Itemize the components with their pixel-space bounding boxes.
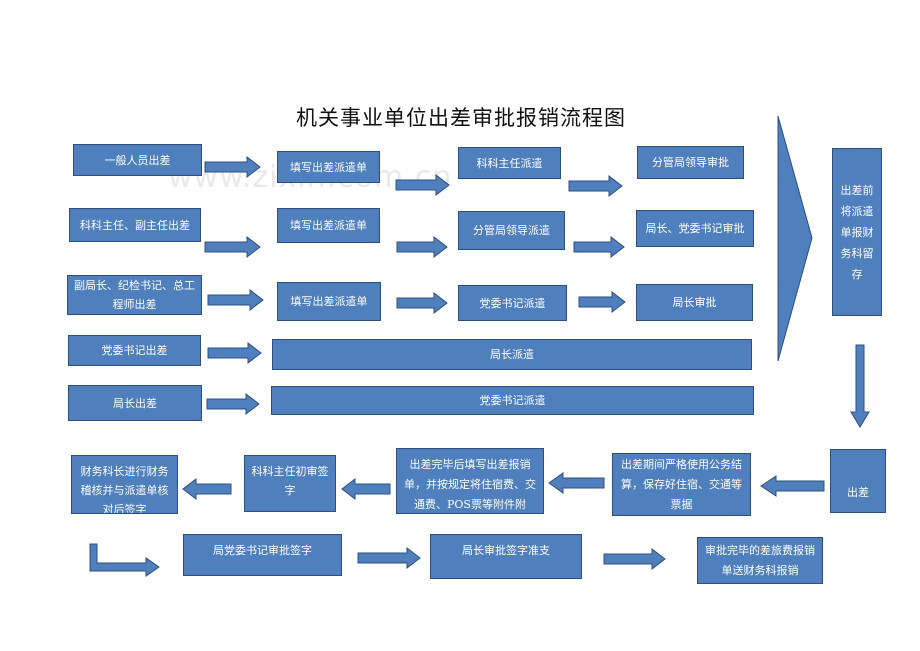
file-dispatch-with-finance: 出差前将派遣单报财务科留存 — [832, 148, 882, 316]
arrow-left-4 — [182, 477, 232, 501]
arrow-final-1 — [357, 546, 421, 570]
big-chevron-arrow — [777, 115, 813, 362]
arrow-left-1 — [760, 475, 825, 497]
arrow-left-3 — [341, 477, 391, 501]
bureau-leader-approve: 分管局领导审批 — [637, 146, 744, 179]
start-section-chief: 科科主任、副主任出差 — [69, 208, 201, 242]
arrow-r5 — [206, 392, 260, 416]
fill-dispatch-form-3: 填写出差派遣单 — [277, 282, 381, 321]
arrow-left-2 — [548, 472, 605, 494]
arrow-r2-a — [204, 235, 261, 259]
fill-dispatch-form-2: 填写出差派遣单 — [277, 208, 380, 243]
party-secretary-dispatch-wide: 党委书记派遣 — [271, 386, 754, 415]
start-general-staff: 一般人员出差 — [73, 144, 202, 176]
business-trip: 出差 — [830, 449, 886, 513]
arrow-final-2 — [603, 547, 666, 571]
director-dispatch-wide: 局长派遣 — [272, 339, 752, 370]
arrow-r1-c — [568, 174, 623, 198]
director-sign-approve: 局长审批签字准支 — [430, 534, 582, 579]
arrow-down — [850, 344, 870, 428]
arrow-r2-b — [396, 235, 448, 259]
section-chief-initial-sign: 科科主任初审签字 — [244, 455, 336, 512]
arrow-r1-a — [204, 155, 261, 179]
section-chief-dispatch: 科科主任派遣 — [458, 147, 561, 179]
party-secretary-dispatch: 党委书记派遣 — [458, 285, 567, 321]
party-secretary-sign: 局党委书记审批签字 — [183, 534, 342, 576]
director-approve: 局长审批 — [636, 284, 753, 321]
arrow-elbow — [89, 543, 160, 577]
arrow-r2-c — [573, 235, 625, 259]
arrow-r3-a — [207, 288, 264, 312]
fill-dispatch-form-1: 填写出差派遣单 — [277, 151, 380, 183]
page-title: 机关事业单位出差审批报销流程图 — [296, 106, 626, 130]
bureau-leader-dispatch: 分管局领导派遣 — [458, 211, 565, 250]
arrow-r1-b — [395, 173, 450, 197]
submit-to-finance: 审批完毕的差旅费报销单送财务科报销 — [697, 537, 823, 584]
start-director: 局长出差 — [68, 385, 202, 421]
arrow-r3-c — [578, 290, 626, 314]
arrow-r3-b — [396, 291, 448, 315]
trip-rules: 出差期间严格使用公务结算，保存好住宿、交通等票据 — [612, 453, 751, 516]
arrow-r4 — [207, 341, 262, 365]
director-secretary-approve: 局长、党委书记审批 — [636, 210, 754, 247]
finance-audit-sign: 财务科长进行财务稽核并与派遣单核对后签字 — [71, 455, 178, 514]
start-deputy-director: 副局长、纪检书记、总工程师出差 — [67, 275, 202, 315]
start-party-secretary: 党委书记出差 — [68, 335, 201, 366]
fill-reimbursement-form: 出差完毕后填写出差报销单，并按规定将住宿费、交通费、POS票等附件附 — [396, 448, 544, 514]
